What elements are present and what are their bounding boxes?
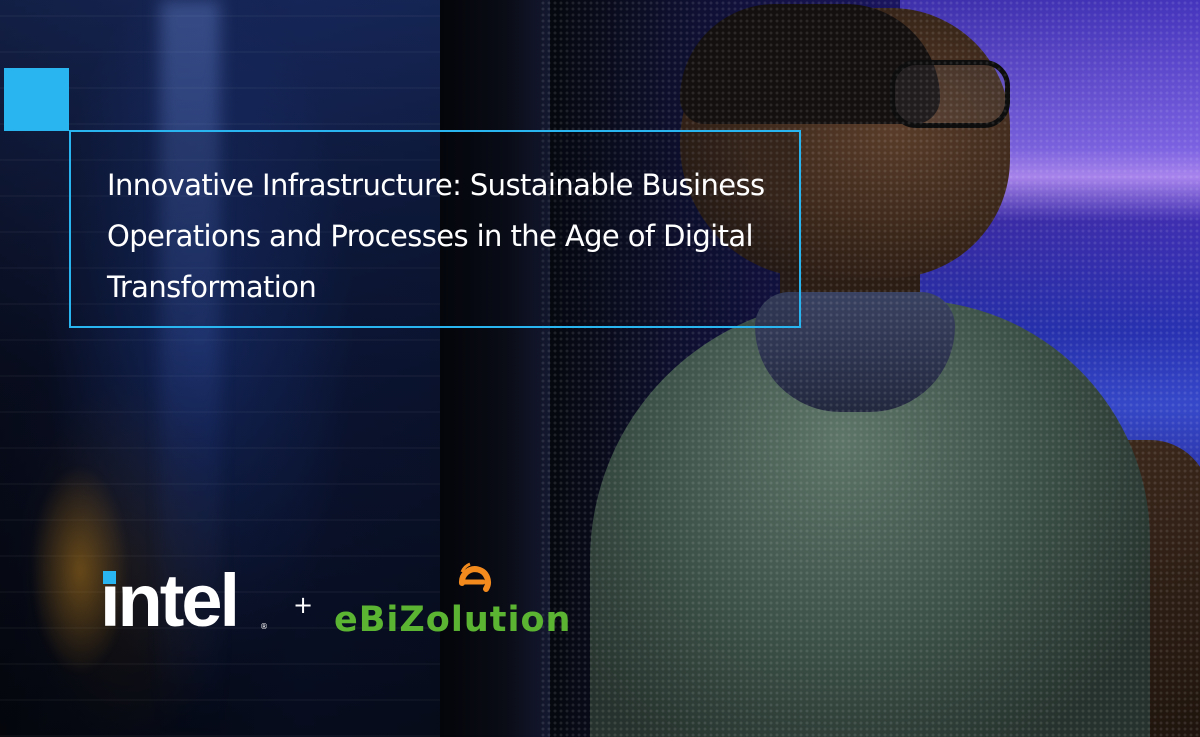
- person-photo: [560, 0, 1200, 737]
- dark-pillar: [440, 0, 550, 737]
- cable-bundle: [20, 400, 180, 730]
- registered-mark: ®: [260, 622, 268, 631]
- accent-square: [4, 68, 69, 131]
- server-rack-left: [0, 0, 440, 737]
- page-title: Innovative Infrastructure: Sustainable B…: [107, 168, 765, 304]
- intel-wordmark: intel: [100, 559, 240, 642]
- intel-logo: intel ®: [100, 564, 280, 644]
- mesh-overlay: [540, 0, 1200, 737]
- plus-separator: +: [293, 591, 314, 619]
- title-box: Innovative Infrastructure: Sustainable B…: [69, 130, 801, 328]
- intel-dot: [103, 571, 116, 584]
- ebizolution-mark-icon: [458, 562, 491, 592]
- glasses: [890, 60, 1010, 128]
- ebizolution-wordmark: eBiZolution: [334, 600, 572, 640]
